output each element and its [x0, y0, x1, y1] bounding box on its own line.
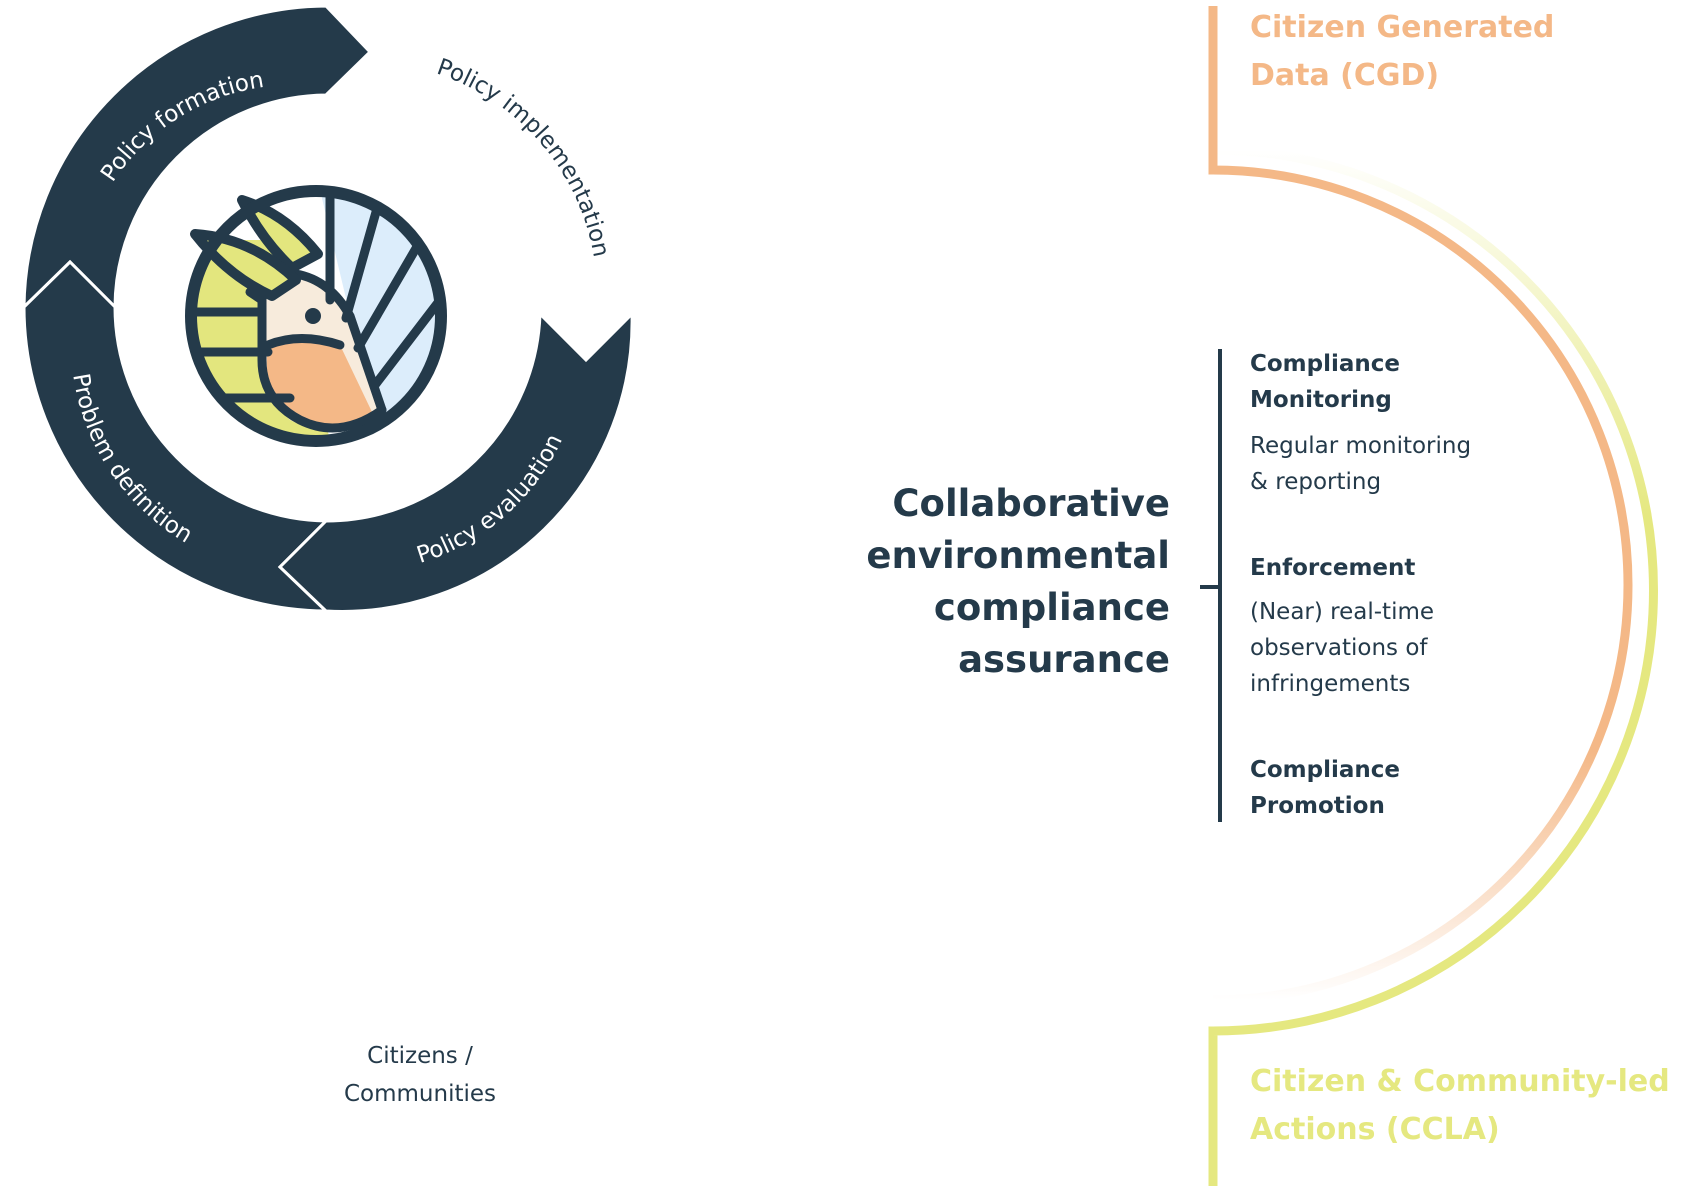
- policy-cycle: [22, 4, 634, 613]
- assurance-title-line2: environmental: [866, 534, 1170, 577]
- section-description: (Near) real-time observations of infring…: [1250, 594, 1570, 702]
- section-description-line: Regular monitoring: [1250, 433, 1472, 459]
- citizens-label-line1: Citizens /: [367, 1043, 473, 1069]
- section-description-line: (Near) real-time: [1250, 599, 1435, 625]
- section-title-line: Promotion: [1250, 793, 1385, 819]
- segment-policy-formation: [22, 4, 373, 311]
- citizens-communities-label: Citizens / Communities: [300, 1037, 540, 1113]
- section-title: Compliance Monitoring: [1250, 346, 1570, 418]
- section-title: Compliance Promotion: [1250, 752, 1570, 824]
- ccla-bracket: [1208, 145, 1658, 1186]
- section-title: Enforcement: [1250, 550, 1570, 586]
- section-title-line: Compliance: [1250, 351, 1401, 377]
- section-description-line: infringements: [1250, 671, 1411, 697]
- section-description-line: & reporting: [1250, 469, 1382, 495]
- cgd-bracket: [1208, 6, 1633, 1005]
- ccla-label-line1: Citizen & Community-led: [1250, 1064, 1670, 1099]
- section-title-line: Enforcement: [1250, 555, 1416, 581]
- cgd-label: Citizen Generated Data (CGD): [1250, 4, 1554, 100]
- cgd-label-line2: Data (CGD): [1250, 58, 1440, 93]
- assurance-title: Collaborative environmental compliance a…: [810, 478, 1170, 686]
- ccla-label: Citizen & Community-led Actions (CCLA): [1250, 1058, 1670, 1154]
- section-compliance-monitoring: Compliance Monitoring Regular monitoring…: [1250, 346, 1570, 500]
- section-compliance-promotion: Compliance Promotion: [1250, 752, 1570, 824]
- section-description-line: observations of: [1250, 635, 1428, 661]
- cgd-label-line1: Citizen Generated: [1250, 10, 1555, 45]
- assurance-title-line4: assurance: [958, 638, 1170, 681]
- assurance-title-line3: compliance: [933, 586, 1170, 629]
- section-description: Regular monitoring & reporting: [1250, 428, 1570, 500]
- section-title-line: Compliance: [1250, 757, 1401, 783]
- section-title-line: Monitoring: [1250, 387, 1392, 413]
- assurance-title-line1: Collaborative: [892, 482, 1170, 525]
- ccla-label-line2: Actions (CCLA): [1250, 1112, 1500, 1147]
- assurance-bracket: [1200, 349, 1222, 822]
- bird-logo-icon: [185, 185, 447, 447]
- section-enforcement: Enforcement (Near) real-time observation…: [1250, 550, 1570, 702]
- citizens-label-line2: Communities: [343, 1081, 497, 1107]
- stage-label-policy-implementation: Policy implementation: [434, 54, 614, 259]
- segment-policy-evaluation: [277, 310, 634, 613]
